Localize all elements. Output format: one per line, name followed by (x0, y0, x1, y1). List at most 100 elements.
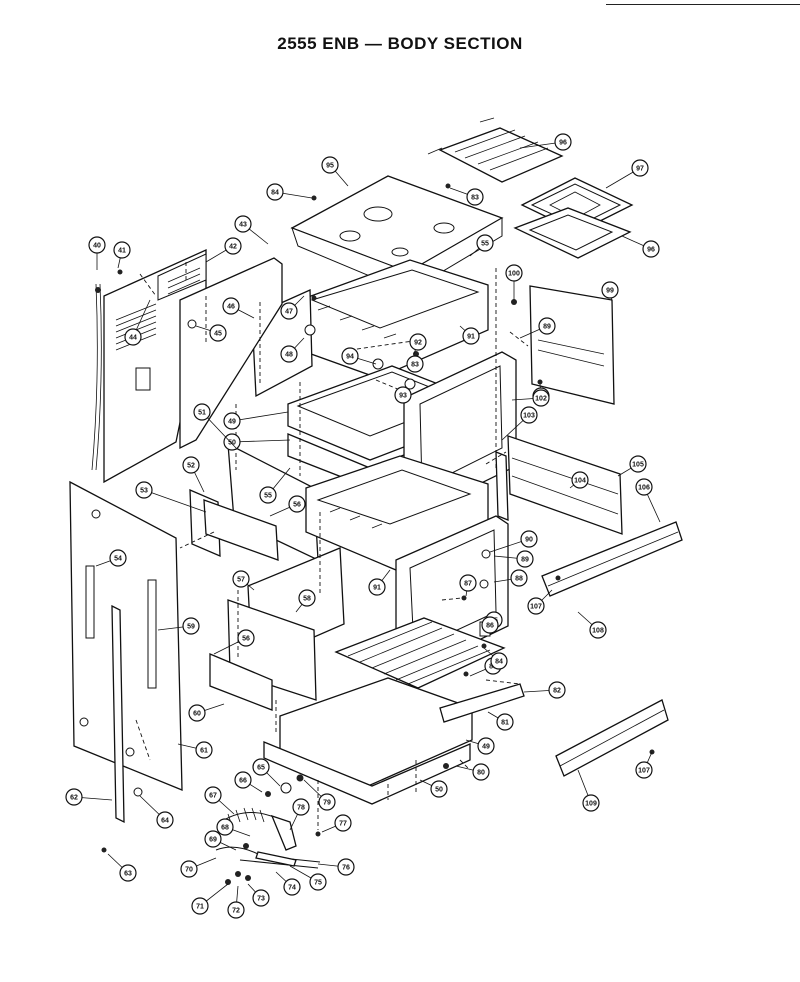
callout-67: 67 (204, 786, 235, 815)
callout-96: 96 (621, 235, 660, 258)
callout-number: 53 (140, 488, 148, 495)
callout-63: 63 (107, 853, 137, 882)
callout-76: 76 (317, 858, 355, 876)
callout-97: 97 (605, 159, 649, 189)
callout-43: 43 (234, 215, 269, 245)
callout-leader-line (231, 439, 291, 443)
callout-number: 83 (471, 195, 479, 202)
callout-number: 107 (638, 768, 650, 775)
callout-71: 71 (191, 883, 229, 915)
callout-number: 77 (339, 821, 347, 828)
callout-circle (642, 240, 660, 258)
callout-number: 52 (187, 463, 195, 470)
callout-number: 91 (467, 334, 475, 341)
callout-circle (227, 901, 245, 919)
callout-number: 83 (411, 362, 419, 369)
callout-circle (195, 741, 213, 759)
drip-tray-part (513, 207, 632, 259)
callout-circle (496, 713, 514, 731)
callout-75: 75 (289, 865, 327, 891)
top-rule (606, 4, 800, 5)
callout-circle (188, 704, 206, 722)
lower-trim-rail-part (555, 699, 669, 777)
callout-circle (135, 481, 153, 499)
callout-93: 93 (394, 386, 412, 404)
callout-80: 80 (455, 763, 490, 781)
callout-number: 107 (530, 604, 542, 611)
callout-number: 76 (342, 865, 350, 872)
callout-circle (280, 302, 298, 320)
callout-circle (394, 386, 412, 404)
callout-60: 60 (188, 703, 225, 722)
callout-circle (527, 597, 545, 615)
front-trim-rail-part (541, 521, 683, 597)
callout-91: 91 (459, 325, 480, 345)
callout-40: 40 (88, 236, 106, 270)
callout-circle (180, 860, 198, 878)
callout-49: 49 (223, 411, 289, 430)
callout-number: 104 (574, 478, 586, 485)
callout-number: 54 (114, 556, 122, 563)
lower-side-liner-part (209, 547, 345, 711)
callout-50: 50 (223, 433, 291, 451)
callout-circle (490, 652, 508, 670)
callout-number: 51 (198, 410, 206, 417)
callout-circle (520, 406, 538, 424)
callout-circle (554, 133, 572, 151)
callout-number: 69 (209, 837, 217, 844)
callout-circle (318, 793, 336, 811)
callout-number: 59 (187, 624, 195, 631)
callout-48: 48 (280, 337, 305, 363)
callout-number: 86 (486, 623, 494, 630)
callout-circle (237, 629, 255, 647)
callout-number: 55 (264, 493, 272, 500)
callout-number: 95 (326, 163, 334, 170)
callout-94: 94 (341, 347, 377, 365)
callout-99: 99 (601, 281, 619, 303)
callout-number: 84 (495, 659, 503, 666)
callout-55: 55 (259, 467, 291, 504)
bracket-part (439, 683, 525, 723)
callout-circle (234, 771, 252, 789)
callout-circle (222, 297, 240, 315)
callout-number: 71 (196, 904, 204, 911)
callout-91: 91 (368, 569, 391, 596)
callout-circle (406, 355, 424, 373)
callout-circle (476, 234, 494, 252)
callout-number: 47 (285, 309, 293, 316)
callout-number: 99 (606, 288, 614, 295)
callout-47: 47 (280, 295, 305, 320)
callout-62: 62 (65, 788, 113, 806)
callout-number: 87 (464, 581, 472, 588)
callout-circle (88, 236, 106, 254)
callout-89: 89 (519, 317, 556, 339)
callout-56: 56 (213, 629, 255, 655)
callout-circle (341, 347, 359, 365)
callout-number: 56 (293, 502, 301, 509)
callout-number: 68 (221, 825, 229, 832)
front-side-panel-part (179, 257, 283, 450)
callout-number: 82 (553, 688, 561, 695)
callout-circle (266, 183, 284, 201)
callout-circle (119, 864, 137, 882)
callout-number: 108 (592, 628, 604, 635)
callout-number: 102 (535, 396, 547, 403)
callout-number: 80 (477, 770, 485, 777)
callout-78: 78 (289, 798, 310, 831)
callout-number: 49 (228, 419, 236, 426)
callout-74: 74 (275, 871, 301, 896)
callout-circle (481, 616, 499, 634)
callout-52: 52 (182, 456, 205, 493)
callout-number: 61 (200, 748, 208, 755)
callout-circle (280, 345, 298, 363)
callout-number: 64 (161, 818, 169, 825)
callout-number: 56 (242, 636, 250, 643)
callout-83: 83 (406, 355, 424, 373)
callout-circle (65, 788, 83, 806)
callout-number: 96 (647, 247, 655, 254)
callout-69: 69 (204, 830, 237, 851)
callout-layer: 4041424344454647484950515253545555565657… (65, 133, 661, 919)
callout-number: 74 (288, 885, 296, 892)
callout-circle (631, 159, 649, 177)
callout-number: 73 (257, 896, 265, 903)
